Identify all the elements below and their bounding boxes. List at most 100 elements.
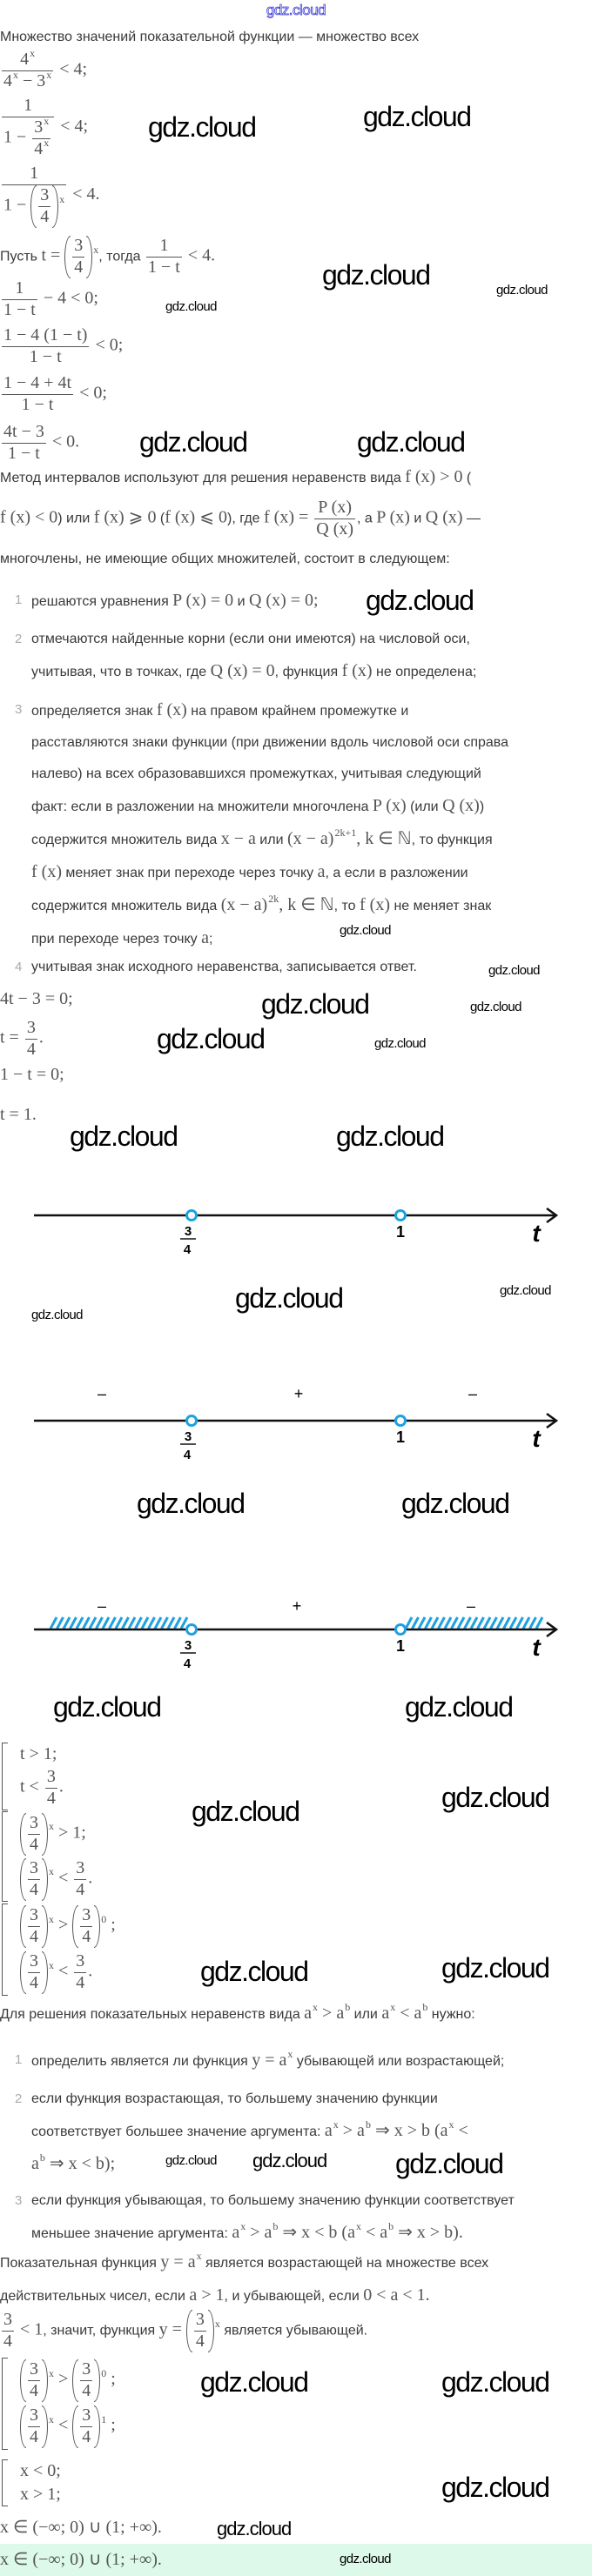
rules-intro: Для решения показательных неравенств вид… xyxy=(0,2002,475,2026)
answer-box: x ∈ (−∞; 0) ∪ (1; +∞). xyxy=(0,2544,592,2576)
text-run: Пусть xyxy=(0,249,42,264)
axis-label: t xyxy=(532,1425,542,1452)
math-expr: 4 xyxy=(30,2427,38,2446)
hatch-stroke xyxy=(49,1616,58,1629)
math-expr: P (x) xyxy=(376,507,410,527)
fraction-denominator: 4 xyxy=(74,1973,86,1994)
hatch-stroke xyxy=(411,1616,420,1629)
text-run: и xyxy=(233,594,249,609)
math-expr: 4 xyxy=(30,2381,38,2400)
hatch-stroke xyxy=(114,1616,124,1629)
root-equation-1: 4t − 3 = 0; xyxy=(0,987,73,1012)
sign-label: + xyxy=(294,1385,304,1402)
math-superscript: b xyxy=(345,2001,351,2013)
math-expr: 4 xyxy=(30,1973,38,1992)
fraction-denominator: 4 xyxy=(28,2427,40,2448)
fraction-numerator: 4x xyxy=(2,48,54,71)
open-point-three-quarters xyxy=(185,1415,198,1427)
sign-label: – xyxy=(468,1385,477,1402)
watermark: gdz.cloud xyxy=(157,1023,266,1054)
math-expr: y = xyxy=(158,2319,186,2339)
math-expr: 4 xyxy=(30,1834,38,1854)
math-expr: f (x) < 0 xyxy=(0,507,58,527)
math-expr: 4 xyxy=(30,1879,38,1899)
math-superscript: 1 xyxy=(101,2412,107,2425)
math-expr: 3 xyxy=(30,1812,38,1832)
right-paren-icon xyxy=(94,2405,101,2448)
solution-hatching xyxy=(49,1616,544,1629)
text-run: решаются уравнения xyxy=(31,594,173,609)
fraction-numerator: 3 xyxy=(38,185,51,207)
right-paren-icon xyxy=(86,236,93,278)
left-paren-icon xyxy=(20,1905,26,1948)
text-run: ) xyxy=(479,800,485,814)
text-run: Метод интервалов используют для решения … xyxy=(0,471,406,485)
text-run: Показательная функция xyxy=(0,2256,161,2271)
math-superscript: x xyxy=(313,2001,319,2013)
bracket-icon xyxy=(2,1811,8,1902)
math-expr: 4t − 3 = 0; xyxy=(0,989,73,1008)
math-expr: a xyxy=(381,2004,390,2023)
text-run: , а xyxy=(357,511,377,526)
monotonicity-paragraph: Показательная функция y = ax является во… xyxy=(0,2246,488,2312)
system-row: t > 1; xyxy=(20,1744,64,1764)
fraction-denominator: 1 − t xyxy=(2,444,46,465)
watermark: gdz.cloud xyxy=(500,1283,551,1298)
watermark: gdz.cloud xyxy=(148,111,257,143)
fraction-numerator: 1 xyxy=(146,236,182,258)
hatch-stroke xyxy=(515,1616,524,1629)
math-expr: 1 − t xyxy=(29,347,62,366)
hatch-stroke xyxy=(417,1616,427,1629)
text-run: ; xyxy=(209,932,213,947)
hatch-stroke xyxy=(160,1616,169,1629)
fraction-denominator: 4 xyxy=(80,2427,92,2448)
text-run: учитывая знак исходного неравенства, зап… xyxy=(31,960,417,974)
left-paren-icon xyxy=(20,1951,26,1994)
math-expr: > a xyxy=(246,2223,272,2242)
root-value-2: t = 1. xyxy=(0,1103,37,1127)
math-superscript: x xyxy=(49,2366,54,2379)
math-expr: 4 xyxy=(3,71,12,90)
watermark: gdz.cloud xyxy=(137,1488,246,1519)
right-paren-icon xyxy=(42,2359,48,2402)
point-label: 1 xyxy=(396,1429,405,1446)
axis-label: t xyxy=(532,1634,542,1661)
text-run: соответствует большее значение аргумента… xyxy=(31,2124,325,2139)
math-expr: 1 − t xyxy=(8,444,40,463)
math-expr: < 0; xyxy=(91,335,124,355)
text-run: отмечаются найденные корни (если они име… xyxy=(31,632,470,646)
math-expr: 4 xyxy=(82,1927,91,1946)
math-expr: 3 xyxy=(74,236,84,255)
math-expr: < 4; xyxy=(55,59,88,79)
intro-text: Множество значений показательной функции… xyxy=(0,28,419,47)
math-expr: 4 xyxy=(20,50,30,69)
fraction-numerator: 1 xyxy=(2,278,37,300)
watermark: gdz.cloud xyxy=(405,1691,514,1723)
open-point-one xyxy=(394,1415,407,1427)
math-superscript: b xyxy=(365,2118,371,2131)
right-paren-icon xyxy=(52,185,59,228)
site-logo[interactable]: gdz.cloud xyxy=(266,2,326,19)
text-run: , значит, функция xyxy=(43,2323,159,2338)
math-expr: t < xyxy=(20,1776,44,1797)
math-expr: < 4. xyxy=(68,184,100,204)
text-run: определяется знак xyxy=(31,704,157,719)
